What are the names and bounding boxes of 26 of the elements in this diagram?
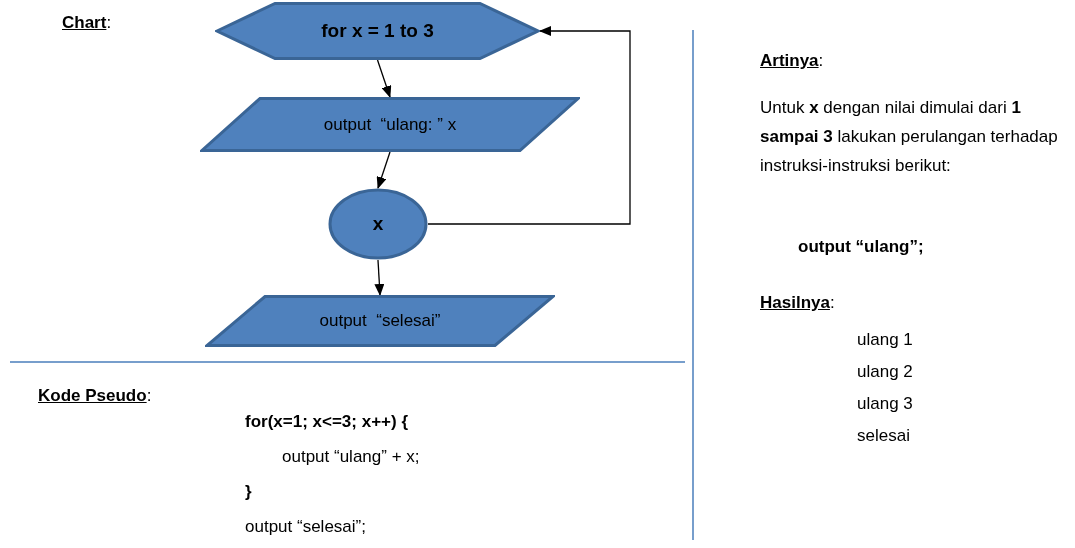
counter-ellipse	[328, 188, 428, 260]
output-parallelogram	[200, 97, 580, 152]
arrow	[374, 259, 385, 296]
output-line: ulang 2	[857, 361, 913, 383]
arrow	[376, 59, 392, 98]
section-heading: Chart:	[62, 12, 112, 34]
output-parallelogram	[205, 295, 555, 347]
arrow	[376, 151, 391, 189]
output-line: ulang 1	[857, 329, 913, 351]
section-heading: Hasilnya:	[760, 292, 835, 314]
node-label: output “selesai”	[319, 311, 441, 331]
section-heading: Artinya:	[760, 50, 824, 72]
output-line: selesai	[857, 425, 910, 447]
code-line: output “ulang” + x;	[282, 446, 420, 468]
node-label: x	[372, 213, 384, 235]
loop-hexagon	[215, 2, 540, 60]
code-line: output “ulang”;	[798, 236, 924, 258]
section-heading: Kode Pseudo:	[38, 385, 152, 407]
node-label: for x = 1 to 3	[321, 20, 434, 42]
code-line: output “selesai”;	[245, 516, 366, 538]
code-line: }	[245, 481, 252, 503]
node-label: output “ulang: ” x	[323, 114, 457, 135]
description-paragraph: Untuk x dengan nilai dimulai dari 1 sampai 3 lakukan perulangan terhadap instruksi-instruksi berikut:	[760, 97, 1059, 177]
arrow	[427, 26, 631, 225]
output-line: ulang 3	[857, 393, 913, 415]
code-line: for(x=1; x<=3; x++) {	[245, 411, 408, 433]
